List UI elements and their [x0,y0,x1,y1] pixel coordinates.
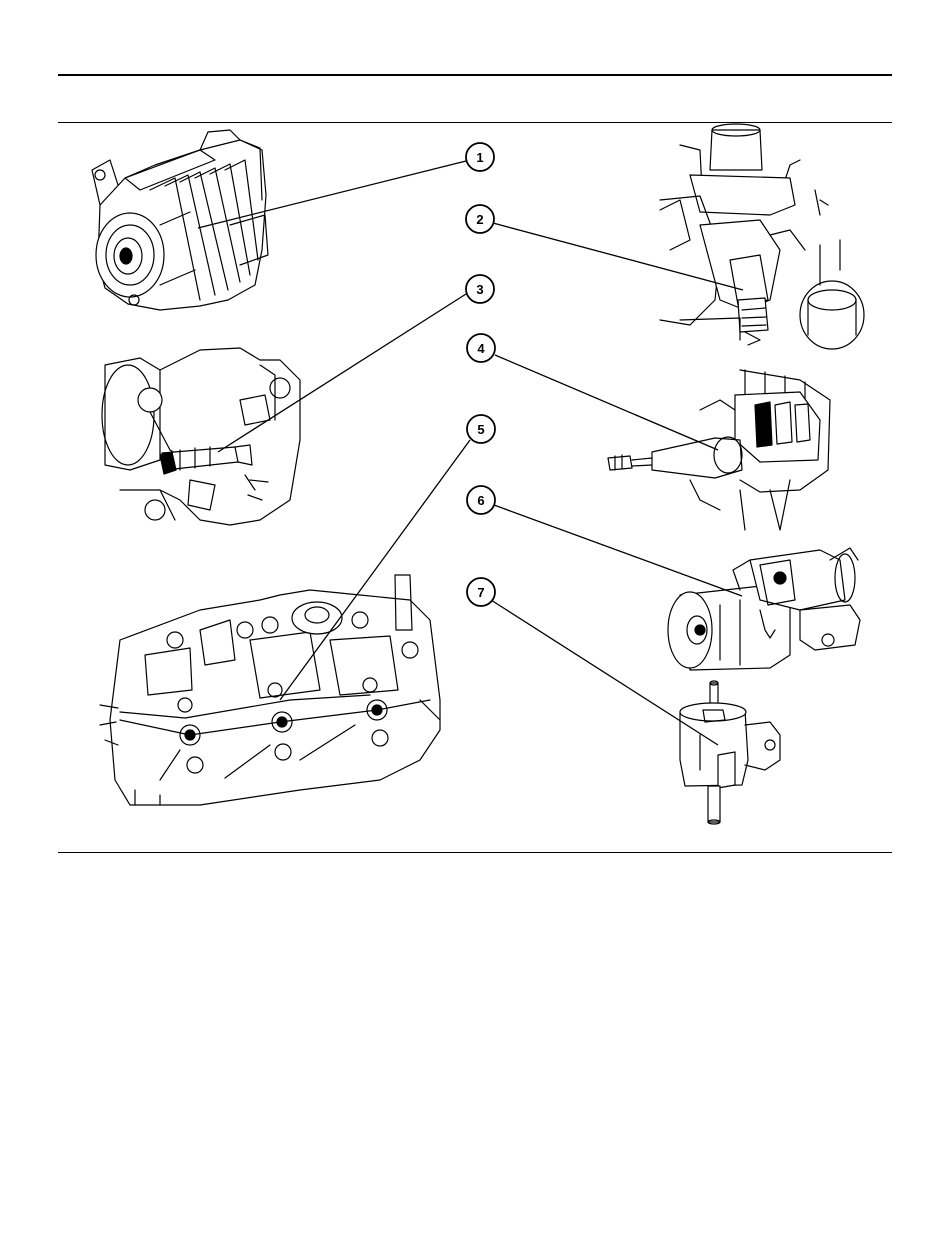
callout-2: 2 [466,205,494,233]
leader-line-3 [218,294,466,452]
callout-7-label: 7 [477,585,484,600]
callout-6: 6 [467,486,495,514]
glow-plugs-illustration [100,575,440,805]
callout-2-label: 2 [476,212,483,227]
leader-line-6 [494,505,742,596]
callout-4: 4 [467,334,495,362]
starter-motor-illustration [668,548,860,670]
fuel-heater-illustration [680,681,780,824]
callout-3: 3 [466,275,494,303]
callout-5-label: 5 [477,422,484,437]
alternator-illustration [92,130,268,310]
engine-sensor-illustration [102,348,300,525]
injection-pump-sensor-illustration [608,370,830,530]
callout-5: 5 [467,415,495,443]
callout-7: 7 [467,578,495,606]
callout-3-label: 3 [476,282,483,297]
callout-4-label: 4 [477,341,485,356]
callout-1-label: 1 [476,150,483,165]
callout-1: 1 [466,143,494,171]
leader-line-4 [495,355,718,450]
housing-sensor-illustration [660,124,864,349]
callout-6-label: 6 [477,493,484,508]
